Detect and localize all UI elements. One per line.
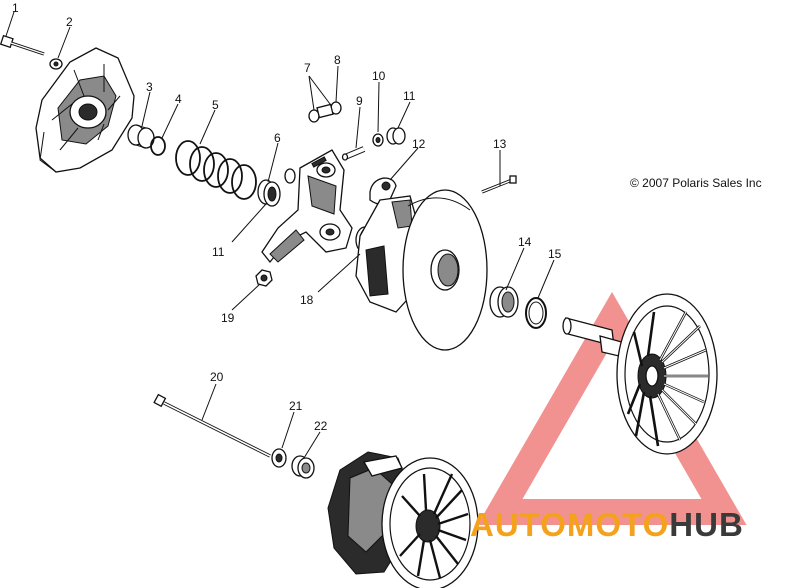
part-21-washer xyxy=(271,448,287,468)
callout-9: 9 xyxy=(356,94,363,108)
watermark-part-auto: AUTO xyxy=(470,506,567,543)
callout-labels: 1 2 3 4 5 6 7 8 9 10 11 11 12 13 14 15 1… xyxy=(12,1,562,433)
callout-4: 4 xyxy=(175,92,182,106)
watermark-part-moto: MOTO xyxy=(567,506,669,543)
part-7-8-rollers xyxy=(308,101,342,123)
part-13-bolt xyxy=(481,175,517,194)
part-1-bolt xyxy=(0,34,45,56)
copyright-text: © 2007 Polaris Sales Inc xyxy=(630,176,762,190)
callout-18: 18 xyxy=(300,293,314,307)
part-4-snap-ring xyxy=(150,136,166,156)
callout-11-lower: 11 xyxy=(212,245,225,259)
part-22-bushing xyxy=(291,455,315,479)
callout-20: 20 xyxy=(210,370,224,384)
assembled-clutch xyxy=(327,451,479,588)
clutch-cover-housing xyxy=(35,47,135,173)
part-11-bushing-upper xyxy=(386,127,406,145)
callout-12: 12 xyxy=(412,137,426,151)
moveable-sheave xyxy=(355,189,488,351)
watermark-logo: AUTOMOTOHUB xyxy=(470,506,744,543)
callout-5: 5 xyxy=(212,98,219,112)
callout-14: 14 xyxy=(518,235,532,249)
part-20-long-bolt xyxy=(153,393,271,458)
part-19-nut xyxy=(255,269,273,287)
callout-21: 21 xyxy=(289,399,303,413)
callout-1: 1 xyxy=(12,1,19,15)
callout-6: 6 xyxy=(274,131,281,145)
part-12-button xyxy=(369,177,397,206)
callout-22: 22 xyxy=(314,419,328,433)
part-9-pin xyxy=(341,146,366,161)
callout-13: 13 xyxy=(493,137,507,151)
callout-19: 19 xyxy=(221,311,235,325)
callout-11-upper: 11 xyxy=(403,89,416,103)
part-3-bushing xyxy=(127,124,155,149)
part-2-washer xyxy=(49,58,63,70)
callout-8: 8 xyxy=(334,53,341,67)
callout-15: 15 xyxy=(548,247,562,261)
callout-2: 2 xyxy=(66,15,73,29)
callout-10: 10 xyxy=(372,69,386,83)
fixed-sheave-shaft xyxy=(562,293,718,455)
svg-text:AUTOMOTOHUB: AUTOMOTOHUB xyxy=(470,506,744,543)
spider-arm-assembly xyxy=(261,149,353,264)
watermark-part-hub: HUB xyxy=(669,506,744,543)
part-15-ring xyxy=(525,297,547,329)
leader-lines xyxy=(5,11,555,459)
part-10-roller xyxy=(372,133,384,147)
callout-7: 7 xyxy=(304,61,311,75)
part-14-bushing xyxy=(489,286,519,318)
part-6-bushing xyxy=(257,179,281,207)
part-5-spring xyxy=(175,140,257,200)
callout-3: 3 xyxy=(146,80,153,94)
